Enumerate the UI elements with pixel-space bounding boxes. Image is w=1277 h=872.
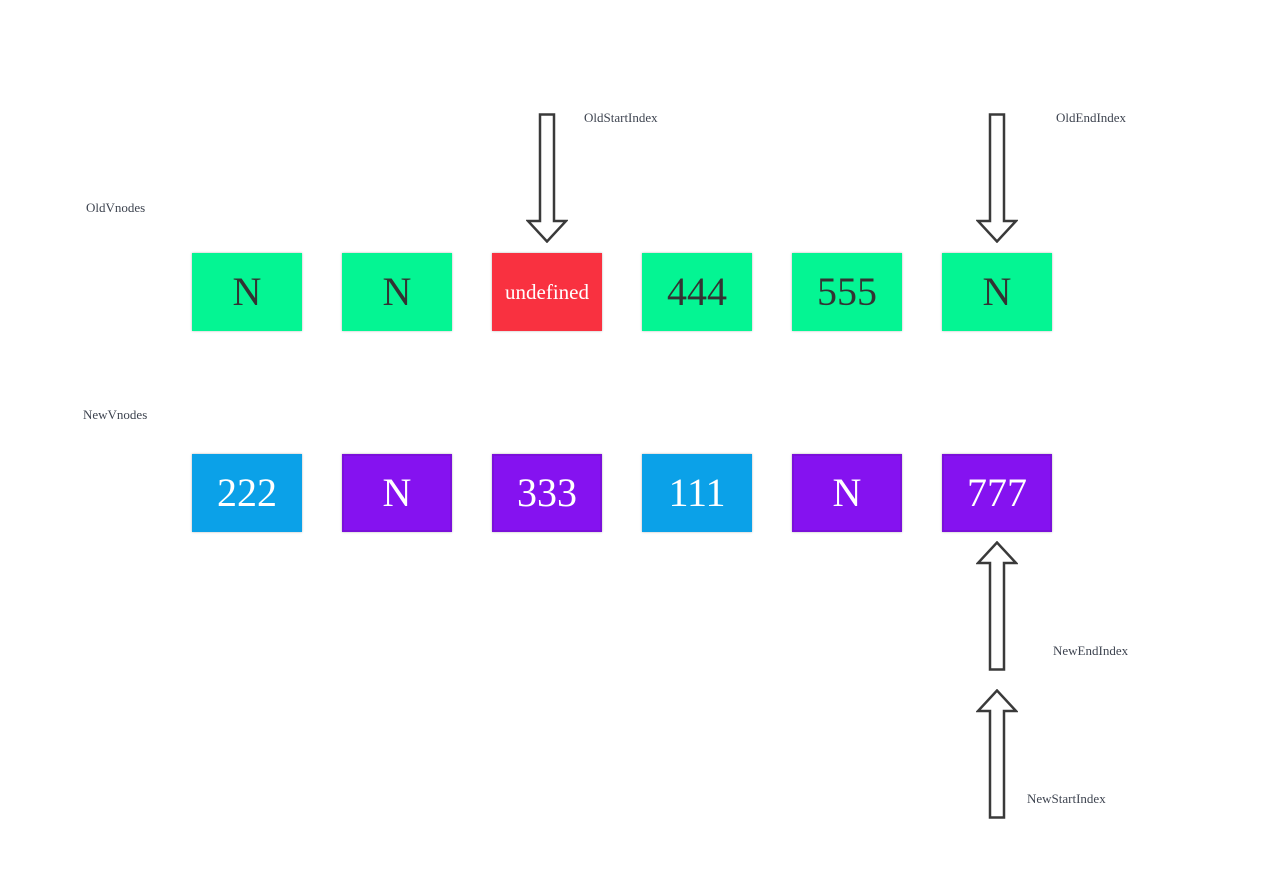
old-vnode-4: 555 <box>792 253 902 331</box>
old-end-index-arrow-down-icon <box>976 113 1018 243</box>
new-start-index-arrow-up-icon <box>976 689 1018 819</box>
old-vnodes-row-label: OldVnodes <box>86 200 146 215</box>
new-vnode-1: N <box>342 454 452 532</box>
new-end-index-label: NewEndIndex <box>1053 643 1129 658</box>
new-vnode-2: 333 <box>492 454 602 532</box>
new-vnode-0-text: 222 <box>217 470 277 515</box>
new-vnode-0: 222 <box>192 454 302 532</box>
new-vnode-3: 111 <box>642 454 752 532</box>
new-vnode-3-text: 111 <box>668 470 726 515</box>
new-vnode-4-text: N <box>832 470 862 515</box>
old-vnode-3: 444 <box>642 253 752 331</box>
old-vnode-5-text: N <box>982 269 1012 314</box>
old-vnode-2: undefined <box>492 253 602 331</box>
old-vnode-2-text: undefined <box>505 279 589 304</box>
old-vnode-4-text: 555 <box>817 269 877 314</box>
new-end-index-arrow-up-icon <box>976 541 1018 671</box>
old-vnode-0-text: N <box>232 269 262 314</box>
old-vnode-3-text: 444 <box>667 269 727 314</box>
old-vnode-1-text: N <box>382 269 412 314</box>
new-vnode-4: N <box>792 454 902 532</box>
old-vnode-0: N <box>192 253 302 331</box>
new-vnodes-row: 222 N 333 111 N 777 <box>192 454 1052 532</box>
old-vnode-1: N <box>342 253 452 331</box>
new-vnode-5: 777 <box>942 454 1052 532</box>
new-start-index-label: NewStartIndex <box>1027 791 1106 806</box>
new-vnode-2-text: 333 <box>517 470 577 515</box>
old-start-index-arrow-down-icon <box>526 113 568 243</box>
new-vnode-5-text: 777 <box>967 470 1027 515</box>
old-end-index-label: OldEndIndex <box>1056 110 1127 125</box>
old-vnodes-row: N N undefined 444 555 N <box>192 253 1052 331</box>
new-vnode-1-text: N <box>382 470 412 515</box>
new-vnodes-row-label: NewVnodes <box>83 407 148 422</box>
old-vnode-5: N <box>942 253 1052 331</box>
old-start-index-label: OldStartIndex <box>584 110 658 125</box>
